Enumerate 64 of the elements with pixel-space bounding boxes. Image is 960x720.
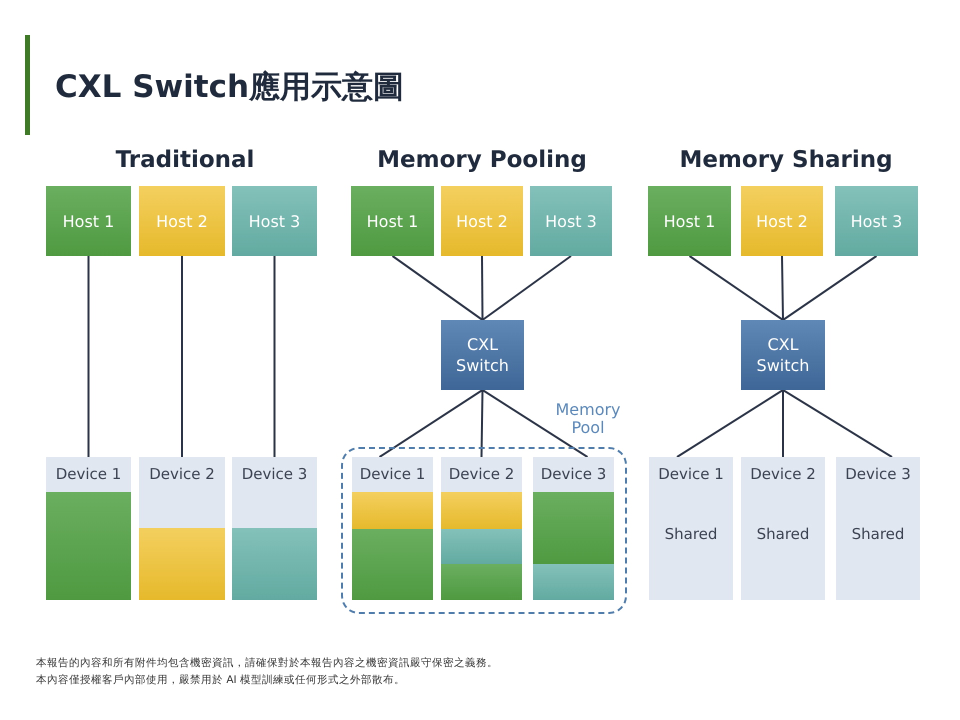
- connector-line: [481, 256, 484, 320]
- connector-line: [482, 255, 572, 321]
- device-box: [441, 457, 522, 600]
- host-box: Host 2: [741, 186, 823, 256]
- device-label: Device 2: [448, 465, 514, 484]
- device-label: Device 1: [658, 465, 724, 484]
- host-box: Host 3: [530, 186, 612, 256]
- host-box: Host 2: [441, 186, 523, 256]
- host-box: Host 3: [835, 186, 918, 256]
- host-box: Host 2: [139, 186, 225, 256]
- connector-line: [482, 389, 588, 458]
- device-box: [352, 457, 433, 600]
- disclaimer-text: 本內容僅授權客戶內部使用，嚴禁用於 AI 模型訓練或任何形式之外部散布。: [36, 673, 405, 687]
- fill-bar: [352, 492, 433, 529]
- device-label: Device 1: [56, 465, 122, 484]
- fill-bar: [139, 528, 225, 600]
- connector-line: [480, 390, 484, 458]
- fill-bar: [441, 529, 522, 564]
- connector-line: [181, 256, 183, 457]
- device-label: Device 2: [149, 465, 215, 484]
- connector-line: [688, 255, 784, 321]
- section-heading: Traditional: [116, 146, 254, 174]
- device-label: Device 1: [360, 465, 426, 484]
- device-label: Device 3: [540, 465, 606, 484]
- fill-bar: [533, 492, 614, 564]
- host-box: Host 3: [232, 186, 317, 256]
- connector-line: [781, 256, 784, 320]
- section-heading: Memory Sharing: [679, 146, 893, 174]
- connector-line: [782, 390, 784, 457]
- host-box: Host 1: [648, 186, 731, 256]
- page-title: CXL Switch應用示意圖: [55, 68, 404, 107]
- device-label: Device 3: [845, 465, 911, 484]
- connector-line: [782, 389, 893, 458]
- connector-line: [378, 389, 484, 458]
- connector-line: [274, 256, 276, 457]
- device-box: [649, 457, 733, 600]
- device-caption: Shared: [852, 525, 904, 544]
- connector-line: [782, 255, 878, 321]
- host-box: Host 1: [46, 186, 131, 256]
- device-box: [139, 457, 225, 600]
- disclaimer-text: 本報告的內容和所有附件均包含機密資訊，請確保對於本報告內容之機密資訊嚴守保密之義務。: [36, 656, 498, 670]
- switch-box: CXL Switch: [441, 320, 524, 390]
- group-label: Memory Pool: [554, 401, 622, 437]
- fill-bar: [441, 564, 522, 600]
- device-box: [232, 457, 317, 600]
- device-box: [46, 457, 131, 600]
- connector-line: [676, 389, 784, 458]
- fill-bar: [441, 492, 522, 529]
- device-label: Device 3: [242, 465, 308, 484]
- device-caption: Shared: [756, 525, 810, 544]
- host-box: Host 1: [351, 186, 434, 256]
- section-heading: Memory Pooling: [377, 146, 587, 174]
- device-label: Device 2: [750, 465, 816, 484]
- connector-line: [392, 255, 484, 321]
- fill-bar: [352, 529, 433, 600]
- fill-bar: [46, 492, 131, 600]
- fill-bar: [533, 564, 614, 600]
- switch-box: CXL Switch: [741, 320, 825, 390]
- device-box: [533, 457, 614, 600]
- device-box: [836, 457, 920, 600]
- fill-bar: [232, 528, 317, 600]
- device-box: [741, 457, 825, 600]
- connector-line: [88, 256, 90, 457]
- device-caption: Shared: [664, 525, 718, 544]
